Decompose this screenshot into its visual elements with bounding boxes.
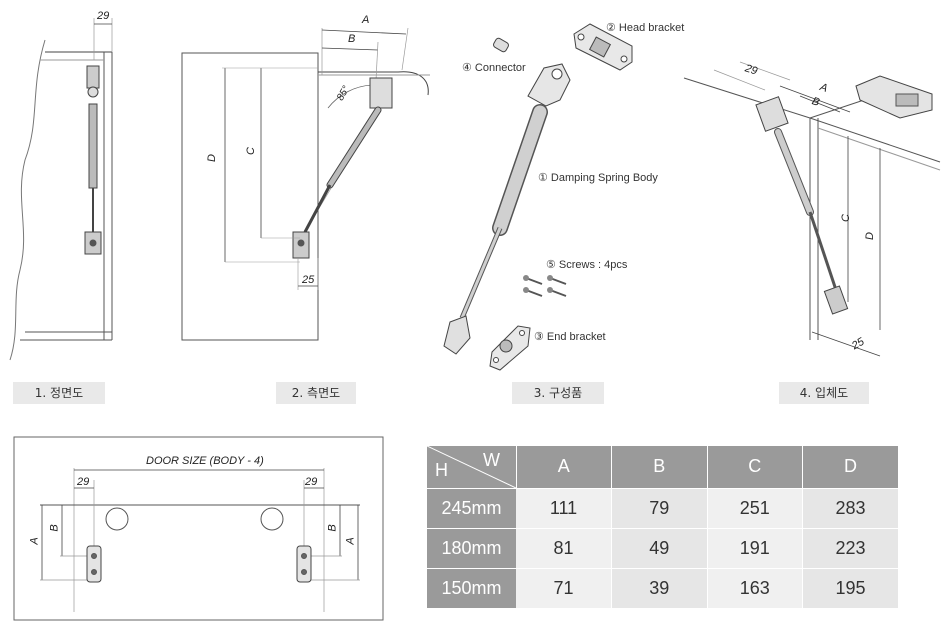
door-dim-29-right: 29 [305,476,318,488]
door-size-title: DOOR SIZE (BODY - 4) [146,455,264,467]
door-dim-b-right: B [326,524,339,532]
caption-iso-view: 4. 입체도 [779,382,869,404]
parts-view-drawing [443,23,633,371]
table-cell: 191 [707,527,803,569]
caption-front-view: 1. 정면도 [13,382,105,404]
table-cell: 163 [707,568,803,608]
label-damping-spring-body: ① Damping Spring Body [538,172,658,184]
row-header: 150mm [427,568,516,608]
col-header-d: D [802,446,898,488]
table-row: 180mm 81 49 191 223 [427,527,898,569]
label-head-bracket: ② Head bracket [606,22,685,34]
iso-view-drawing [683,61,941,357]
side-dim-a: A [362,14,370,26]
row-header: 245mm [427,487,516,529]
table-cell: 251 [707,487,803,529]
corner-h-label: H [435,460,448,480]
row-header: 180mm [427,527,516,569]
table-cell: 49 [611,527,708,569]
door-dim-b-left: B [48,524,61,532]
corner-w-label: W [483,450,500,470]
iso-dim-d: D [863,232,876,240]
table-cell: 283 [802,487,898,529]
label-end-bracket: ③ End bracket [534,331,606,343]
corner-diagonal [427,446,516,488]
side-dim-b: B [348,33,356,45]
door-dim-29-left: 29 [77,476,90,488]
side-dim-25: 25 [302,274,315,286]
side-dim-d: D [205,154,218,162]
table-cell: 195 [802,568,898,608]
caption-parts-view: 3. 구성품 [512,382,604,404]
front-dim-29: 29 [97,10,110,22]
side-dim-c: C [244,147,257,155]
label-screws: ⑤ Screws : 4pcs [546,259,628,271]
table-cell: 111 [516,487,612,529]
col-header-a: A [516,446,612,488]
side-view-drawing [181,27,430,341]
table-row: 150mm 71 39 163 195 [427,568,898,608]
label-connector: ④ Connector [462,62,526,74]
table-cell: 79 [611,487,708,529]
col-header-b: B [611,446,708,488]
iso-dim-c: C [839,214,852,222]
table-cell: 71 [516,568,612,608]
table-header-row: H W A B C D [427,446,898,488]
front-view-drawing [9,18,113,361]
spec-table: H W A B C D 245mm 111 79 251 283 180mm 8… [427,446,898,608]
col-header-c: C [707,446,803,488]
table-row: 245mm 111 79 251 283 [427,487,898,529]
table-cell: 39 [611,568,708,608]
door-size-drawing [13,436,384,621]
door-dim-a-right: A [344,537,357,545]
caption-side-view: 2. 측면도 [276,382,356,404]
door-dim-a-left: A [28,537,41,545]
table-corner-cell: H W [427,446,517,488]
table-cell: 81 [516,527,612,569]
table-cell: 223 [802,527,898,569]
